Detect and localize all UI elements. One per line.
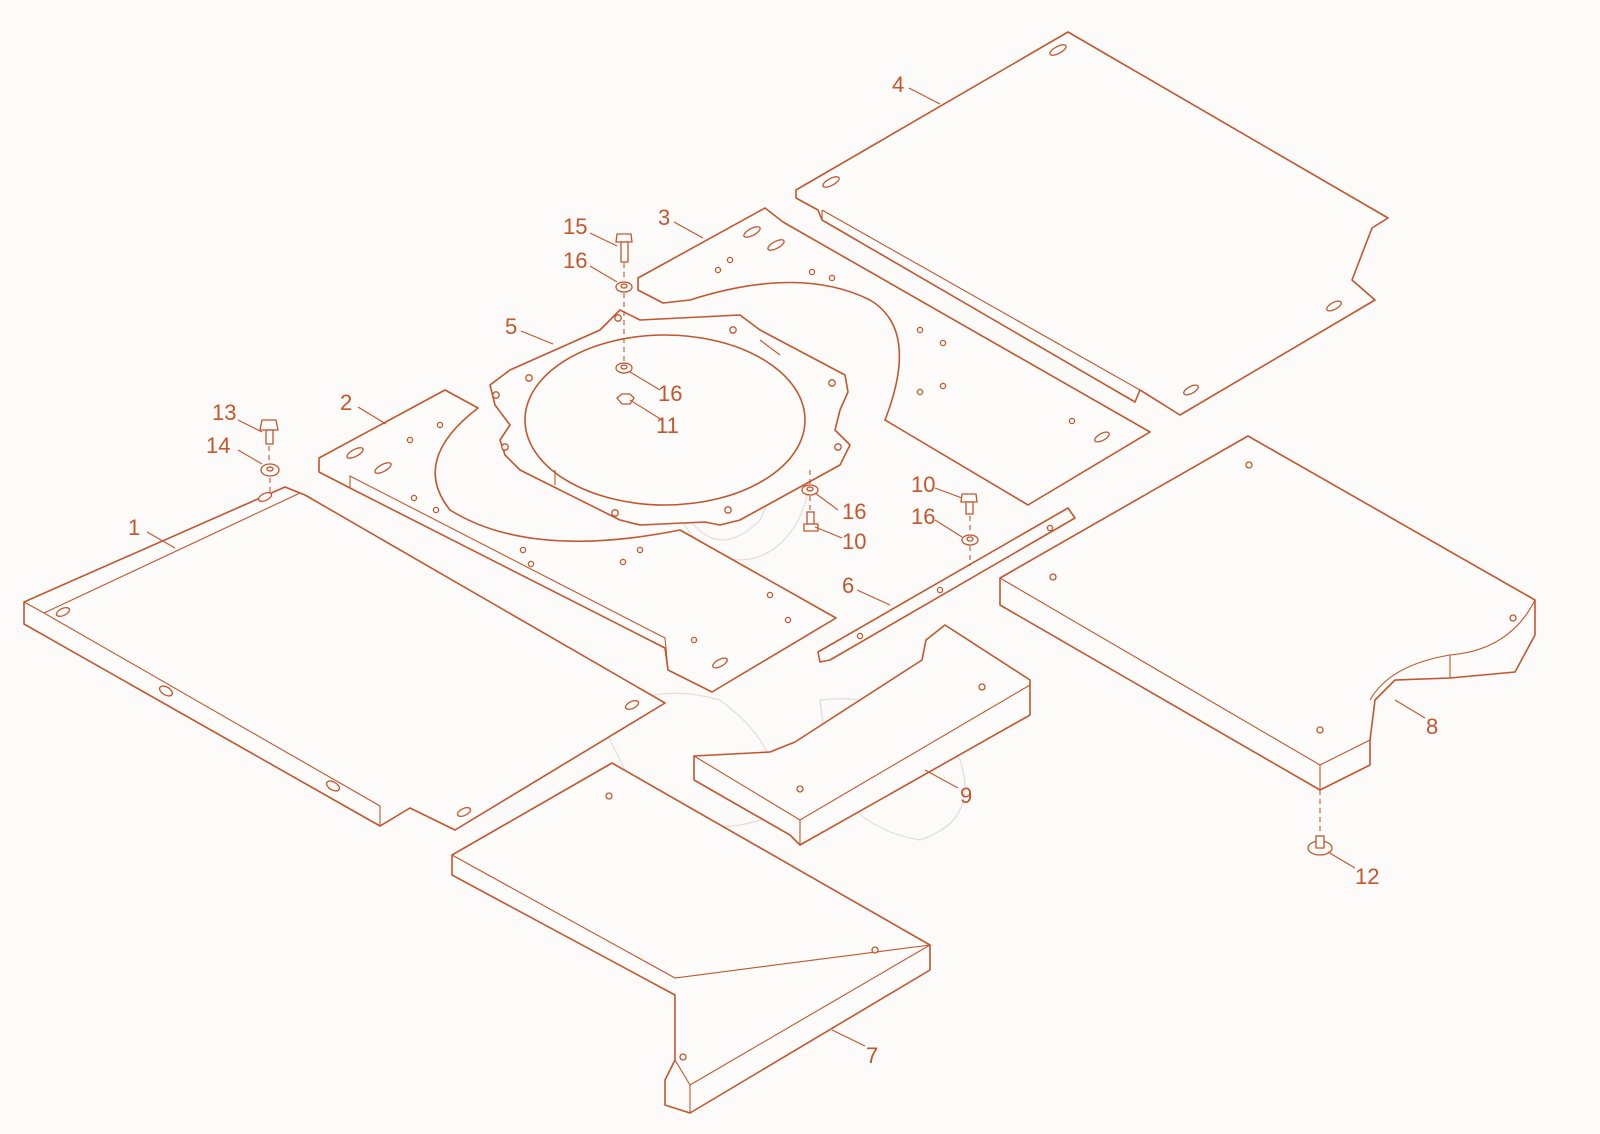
part-6-strip [817, 507, 1076, 663]
callout-7: 7 [866, 1043, 878, 1068]
callout-1: 1 [128, 515, 140, 540]
callout-4: 4 [892, 72, 904, 97]
callout-13: 13 [212, 400, 236, 425]
callout-6: 6 [842, 573, 854, 598]
callouts: 1 2 3 4 5 6 7 8 9 10 10 11 12 13 14 15 1… [128, 72, 1438, 1068]
callout-10-center: 10 [842, 529, 866, 554]
nut-11 [616, 393, 635, 405]
callout-16-top: 16 [563, 248, 587, 273]
callout-3: 3 [658, 205, 670, 230]
callout-12: 12 [1355, 864, 1379, 889]
callout-15: 15 [563, 214, 587, 239]
callout-16-right: 16 [911, 504, 935, 529]
part-2-arc-plate [318, 389, 837, 693]
washer-16-right [961, 534, 979, 546]
bolt-10-center [803, 511, 819, 532]
callout-14: 14 [206, 433, 230, 458]
bolt-13 [259, 419, 279, 445]
callout-11: 11 [656, 413, 679, 438]
stud-12 [1307, 835, 1333, 856]
washer-16-top [615, 281, 633, 293]
leader-lines [146, 87, 1426, 1047]
washer-16-ring [615, 362, 633, 374]
callout-8: 8 [1426, 714, 1438, 739]
part-1-base-tray [23, 486, 666, 831]
callout-16-center: 16 [842, 499, 866, 524]
bolt-10-right [960, 493, 978, 515]
callout-9: 9 [960, 783, 972, 808]
callout-16-ring: 16 [658, 381, 682, 406]
part-5-ring-adapter [489, 309, 851, 526]
callout-10-right: 10 [911, 472, 935, 497]
washer-14 [260, 463, 280, 477]
part-9-block [693, 624, 1031, 846]
bolt-15 [615, 233, 633, 263]
hardware [259, 233, 1333, 856]
washer-16-center [801, 484, 819, 496]
part-7-l-block [451, 762, 931, 1114]
callout-2: 2 [340, 390, 352, 415]
part-4-top-panel [795, 31, 1389, 416]
part-3-upper-arc-plate [637, 207, 1151, 506]
callout-5: 5 [505, 314, 517, 339]
part-8-right-block [999, 435, 1536, 791]
